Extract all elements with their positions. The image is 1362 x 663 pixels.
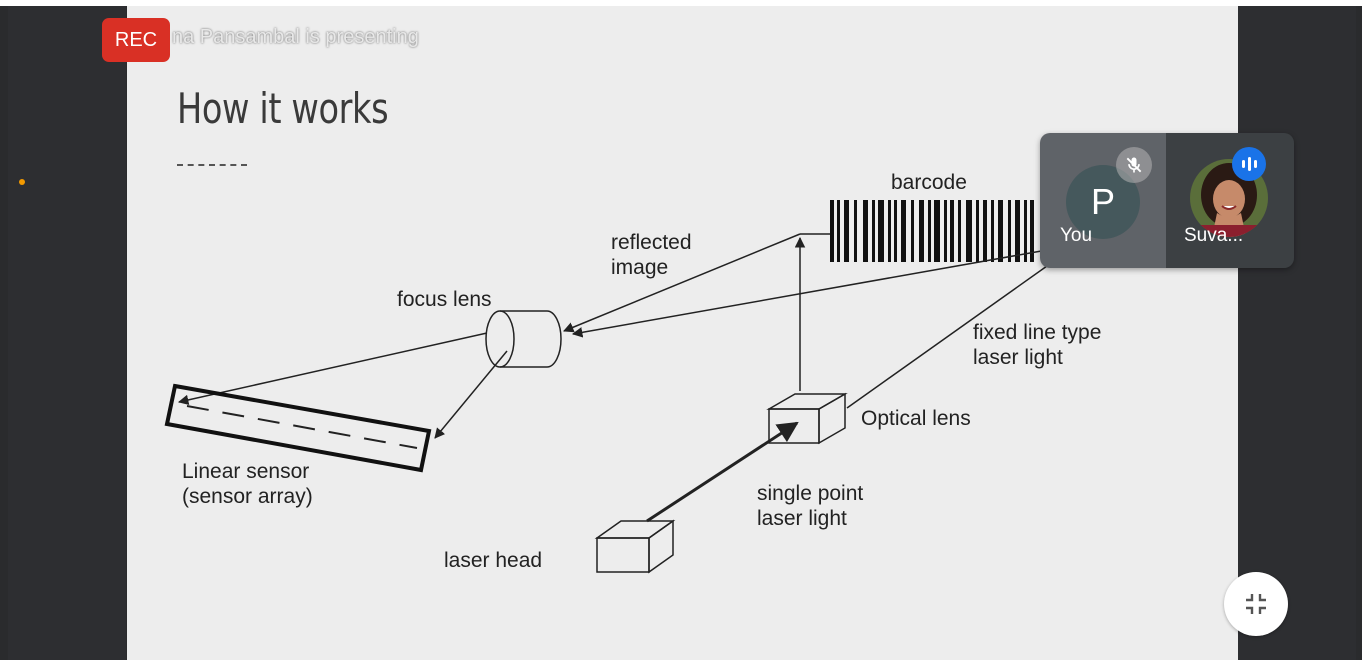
avatar (1190, 159, 1268, 237)
focus-lens-label: focus lens (397, 288, 492, 311)
reflected-image-label-line2: image (611, 256, 668, 279)
fixed-line-laser-label-line1: fixed line type (973, 321, 1101, 344)
optical-lens-label: Optical lens (861, 407, 971, 430)
right-side-panel (1238, 6, 1356, 660)
recording-badge: REC (102, 18, 170, 62)
laser-head-label: laser head (444, 549, 542, 572)
barcode-graphic (830, 200, 1034, 262)
participants-panel: P You Suva... (1040, 133, 1294, 268)
top-border (0, 0, 1362, 6)
presence-indicator-dot (19, 179, 25, 185)
participant-name: You (1060, 225, 1093, 246)
reflected-image-label-line1: reflected (611, 231, 692, 254)
linear-sensor-label-line2: (sensor array) (182, 485, 313, 508)
participant-tile-you[interactable]: P You (1040, 133, 1166, 268)
presenting-banner: na Pansambal is presenting (172, 26, 419, 48)
optical-lens-box (766, 392, 848, 445)
bottom-border (0, 660, 1362, 663)
single-point-laser-label-line1: single point (757, 482, 863, 505)
exit-fullscreen-button[interactable] (1224, 572, 1288, 636)
barcode-label: barcode (891, 171, 967, 194)
slide-title: How it works (177, 84, 389, 133)
presented-slide: How it works (127, 6, 1238, 660)
participant-name: Suva... (1184, 225, 1244, 246)
title-dashed-underline (177, 164, 247, 166)
linear-sensor-label-line1: Linear sensor (182, 460, 309, 483)
mic-off-icon (1116, 147, 1152, 183)
exit-fullscreen-icon (1246, 594, 1266, 614)
focus-lens-shape (485, 310, 562, 368)
audio-bars-icon (1232, 147, 1266, 181)
laser-head-box (594, 519, 676, 574)
single-point-laser-label-line2: laser light (757, 507, 847, 530)
barcode-scanner-diagram: barcode reflected image focus lens fixed… (164, 171, 1101, 574)
participant-tile-other[interactable]: Suva... (1166, 133, 1294, 268)
linear-sensor-shape (164, 383, 432, 473)
fixed-line-laser-label-line2: laser light (973, 346, 1063, 369)
left-side-panel (8, 6, 126, 660)
